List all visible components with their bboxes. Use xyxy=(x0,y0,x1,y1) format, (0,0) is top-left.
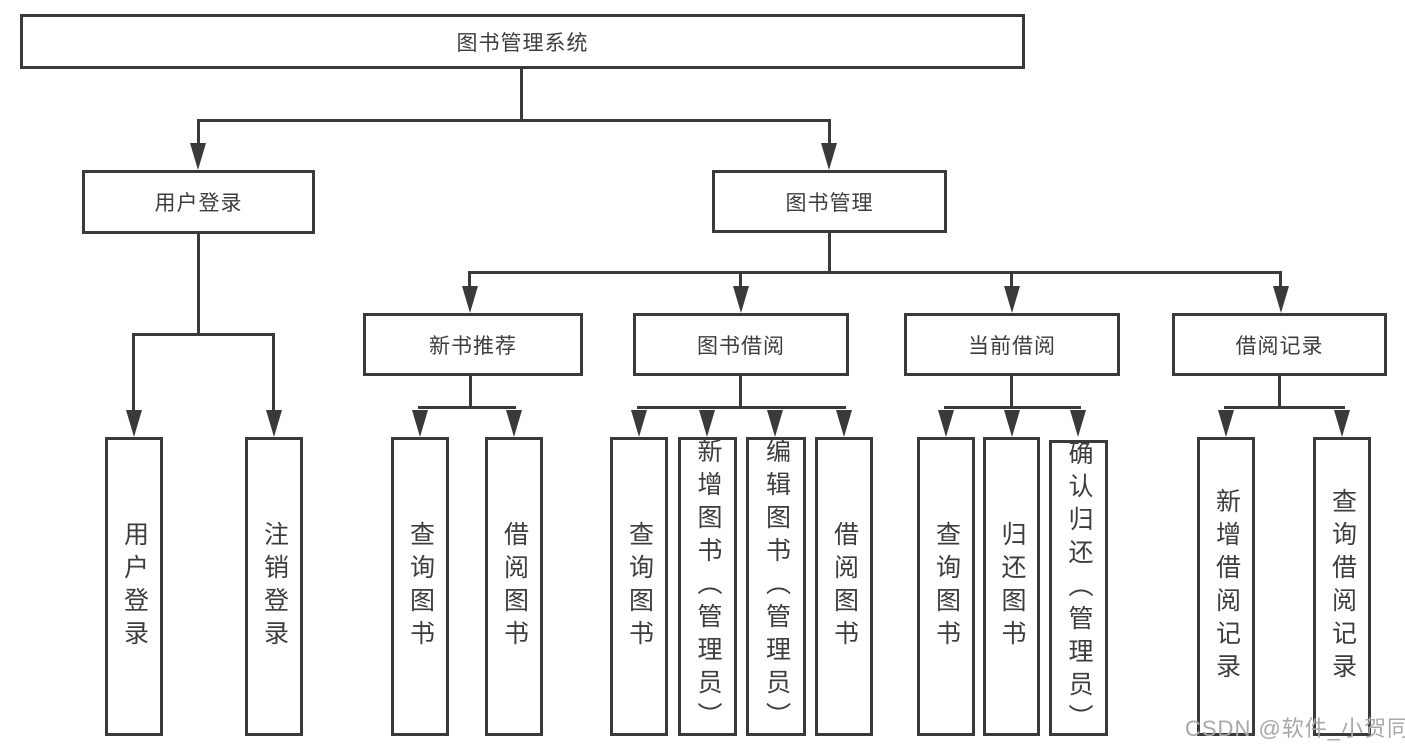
connector-line xyxy=(739,272,742,288)
arrow-down-icon xyxy=(733,286,749,313)
connector-line xyxy=(739,375,742,409)
leaf-add-books-admin: 新增图书（管理员） xyxy=(678,437,737,736)
arrow-down-icon xyxy=(1334,410,1350,437)
leaf-query-books-current: 查询图书 xyxy=(917,437,975,736)
node-book-management: 图书管理 xyxy=(712,170,947,233)
arrow-down-icon xyxy=(1004,286,1020,313)
connector-line xyxy=(468,272,471,288)
connector-line xyxy=(132,333,275,336)
connector-line xyxy=(469,375,472,409)
connector-line xyxy=(1224,406,1345,409)
connector-line xyxy=(197,119,831,122)
connector-line xyxy=(1278,375,1281,409)
leaf-borrow-books-borrow: 借阅图书 xyxy=(815,437,873,736)
node-user-login: 用户登录 xyxy=(82,170,315,234)
arrow-down-icon xyxy=(821,143,837,170)
arrow-down-icon xyxy=(1004,410,1020,437)
arrow-down-icon xyxy=(506,410,522,437)
connector-line xyxy=(520,68,523,122)
arrow-down-icon xyxy=(1070,410,1086,437)
connector-line xyxy=(828,232,831,274)
arrow-down-icon xyxy=(767,410,783,437)
leaf-query-books-borrow: 查询图书 xyxy=(610,437,668,736)
connector-line xyxy=(1279,272,1282,288)
arrow-down-icon xyxy=(699,410,715,437)
arrow-down-icon xyxy=(190,143,206,170)
connector-line xyxy=(828,120,831,146)
node-current-borrowing: 当前借阅 xyxy=(904,313,1120,376)
connector-line xyxy=(1010,272,1013,288)
leaf-edit-books-admin: 编辑图书（管理员） xyxy=(746,437,806,736)
connector-line xyxy=(944,406,1081,409)
leaf-user-login: 用户登录 xyxy=(105,437,163,736)
connector-line xyxy=(272,334,275,412)
arrow-down-icon xyxy=(462,286,478,313)
connector-line xyxy=(637,406,846,409)
arrow-down-icon xyxy=(412,410,428,437)
arrow-down-icon xyxy=(1218,410,1234,437)
leaf-query-books-recommend: 查询图书 xyxy=(391,437,449,736)
node-borrowing-records: 借阅记录 xyxy=(1172,313,1387,376)
arrow-down-icon xyxy=(836,410,852,437)
node-new-book-recommendation: 新书推荐 xyxy=(363,313,583,376)
arrow-down-icon xyxy=(266,410,282,437)
leaf-query-borrow-record: 查询借阅记录 xyxy=(1313,437,1371,736)
connector-line xyxy=(197,232,200,336)
connector-line xyxy=(418,406,516,409)
connector-line xyxy=(1010,375,1013,409)
leaf-logout-login: 注销登录 xyxy=(245,437,303,736)
arrow-down-icon xyxy=(126,410,142,437)
arrow-down-icon xyxy=(631,410,647,437)
connector-line xyxy=(468,271,1282,274)
node-root-system: 图书管理系统 xyxy=(20,14,1025,69)
connector-line xyxy=(197,120,200,146)
leaf-add-borrow-record: 新增借阅记录 xyxy=(1197,437,1255,736)
leaf-return-books: 归还图书 xyxy=(983,437,1040,736)
leaf-borrow-books-recommend: 借阅图书 xyxy=(485,437,543,736)
arrow-down-icon xyxy=(1273,286,1289,313)
watermark: CSDN @软件_小贺同学 xyxy=(1185,716,1405,741)
leaf-confirm-return-admin: 确认归还（管理员） xyxy=(1049,440,1108,737)
node-book-borrowing: 图书借阅 xyxy=(633,313,849,376)
connector-line xyxy=(132,334,135,412)
arrow-down-icon xyxy=(938,410,954,437)
